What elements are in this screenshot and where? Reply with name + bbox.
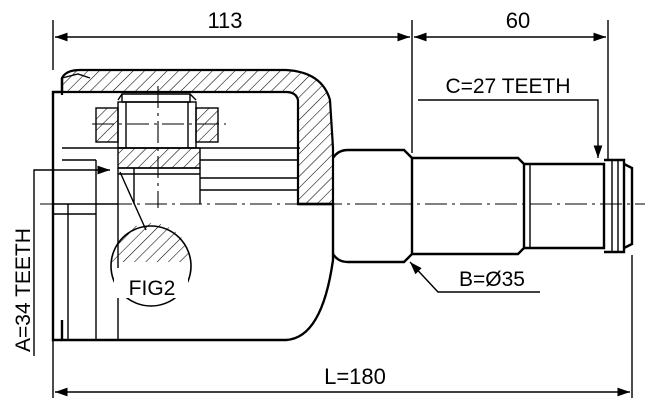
detail-fig2: FIG2 xyxy=(110,171,192,307)
dim-113-text: 113 xyxy=(207,8,242,33)
dim-overall-text: L=180 xyxy=(324,364,386,389)
roller-assembly xyxy=(92,86,298,208)
shaft xyxy=(331,148,634,264)
dimension-113: 113 xyxy=(54,8,410,42)
shaft-diameter-label: B=Ø35 xyxy=(459,268,525,291)
callout-outer-spline: C=27 TEETH xyxy=(418,75,603,158)
fig2-label: FIG2 xyxy=(129,277,176,300)
dimension-60: 60 xyxy=(414,8,606,42)
callout-inner-spline: A=34 TEETH xyxy=(12,165,110,356)
callout-shaft-diameter: B=Ø35 xyxy=(409,261,540,293)
dimension-overall: L=180 xyxy=(54,364,630,397)
housing xyxy=(51,68,335,342)
inner-spline-label: A=34 TEETH xyxy=(12,228,35,352)
outer-spline-label: C=27 TEETH xyxy=(445,75,570,98)
extension-lines xyxy=(52,20,633,398)
dim-60-text: 60 xyxy=(506,8,530,33)
